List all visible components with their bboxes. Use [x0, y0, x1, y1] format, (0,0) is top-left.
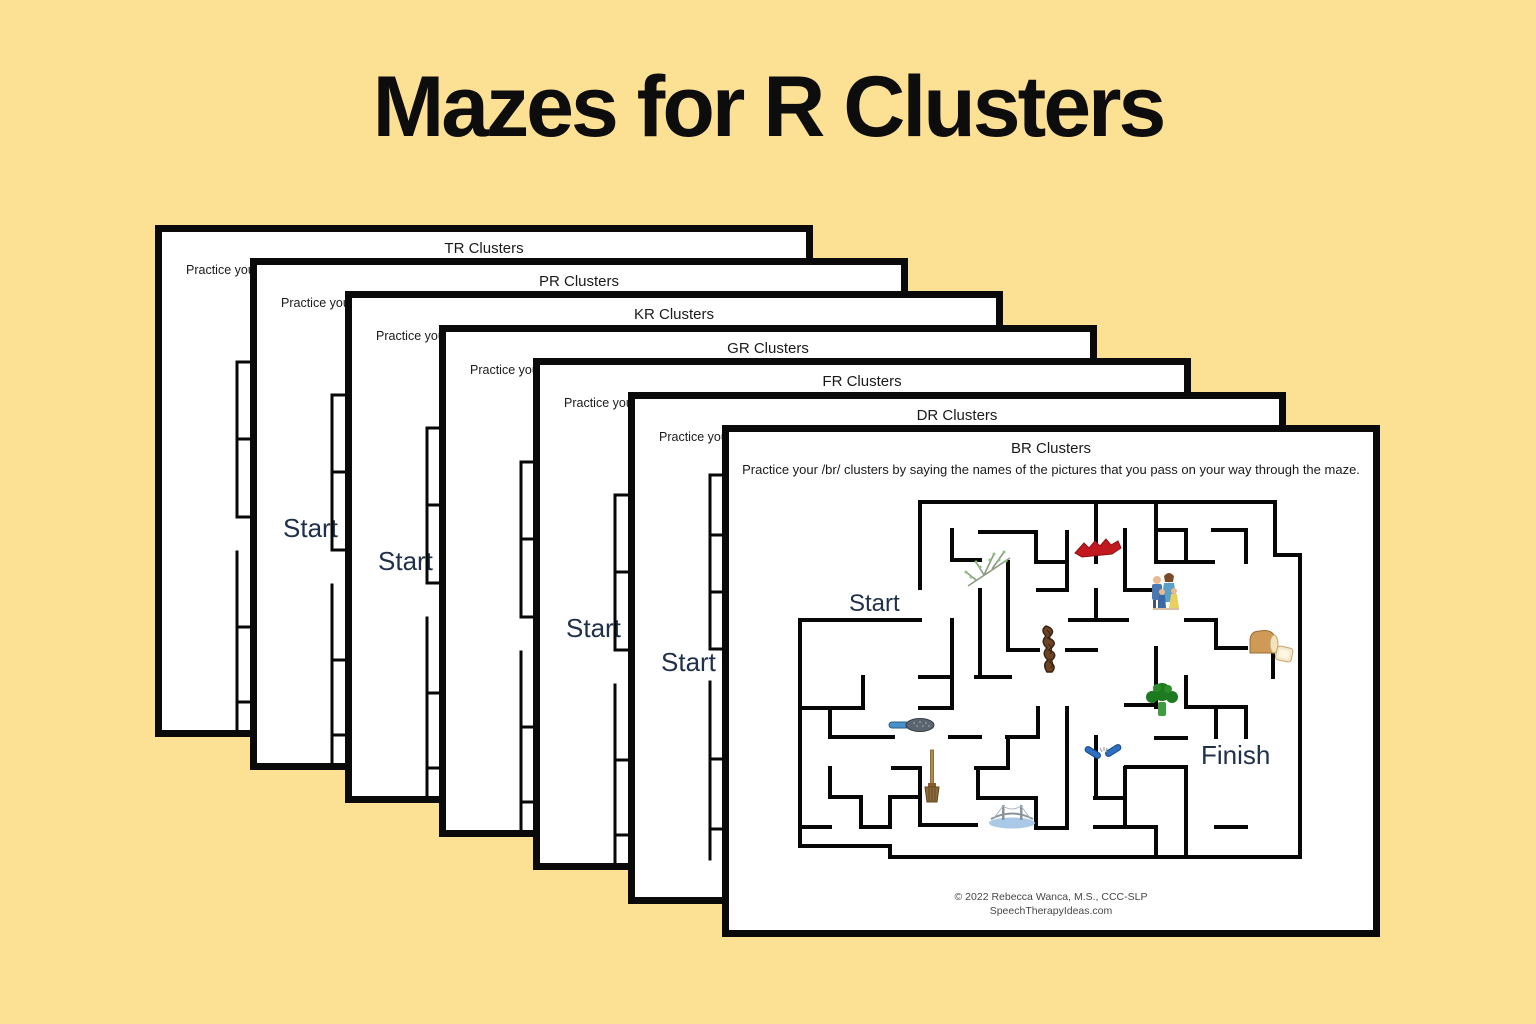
maze-fragment: [613, 493, 635, 863]
maze-fragment: [330, 393, 352, 763]
worksheet-title: BR Clusters: [1010, 440, 1092, 457]
broccoli-icon: [1146, 683, 1178, 716]
maze-start-label: Start: [283, 513, 338, 543]
worksheet-instructions: Practice you: [659, 430, 728, 444]
braid-icon: [1042, 625, 1056, 673]
worksheet-title: TR Clusters: [444, 240, 524, 257]
worksheet-title: PR Clusters: [538, 273, 620, 290]
broom-icon: [924, 749, 940, 803]
maze-fragment: [235, 360, 257, 730]
bridge-icon: [989, 805, 1035, 829]
worksheet-instructions: Practice your /br/ clusters by saying th…: [742, 462, 1360, 477]
worksheet-title: KR Clusters: [633, 306, 715, 323]
worksheet-instructions: Practice you: [186, 263, 255, 277]
page-title: Mazes for R Clusters: [372, 59, 1167, 155]
website-line: SpeechTherapyIdeas.com: [989, 905, 1113, 917]
brush-icon: [888, 718, 935, 732]
brothers-icon: [1152, 573, 1179, 610]
br-maze: [798, 500, 1302, 859]
maze-start-label: Start: [661, 647, 716, 677]
branch-icon: [964, 550, 1011, 587]
broken-icon: [1084, 744, 1122, 759]
maze-start-label: Start: [378, 546, 433, 576]
bread-icon: [1249, 630, 1294, 663]
worksheet-instructions: Practice you: [281, 296, 350, 310]
maze-fragment: [519, 460, 541, 830]
bracelet-icon: [1074, 538, 1122, 558]
worksheet-page-br: BR Clusters Practice your /br/ clusters …: [722, 425, 1380, 937]
maze-fragment: [708, 473, 730, 861]
worksheet-title: DR Clusters: [916, 407, 998, 424]
worksheet-instructions: Practice you: [564, 396, 633, 410]
worksheet-title: FR Clusters: [822, 373, 902, 390]
maze-finish-label: Finish: [1201, 740, 1271, 770]
copyright-line: © 2022 Rebecca Wanca, M.S., CCC-SLP: [954, 891, 1148, 903]
worksheet-instructions: Practice you: [376, 329, 445, 343]
maze-fragment: [425, 426, 447, 796]
worksheet-title: GR Clusters: [727, 340, 809, 357]
worksheet-instructions: Practice you: [470, 363, 539, 377]
maze-start-label: Start: [849, 590, 900, 617]
maze-start-label: Start: [566, 613, 621, 643]
